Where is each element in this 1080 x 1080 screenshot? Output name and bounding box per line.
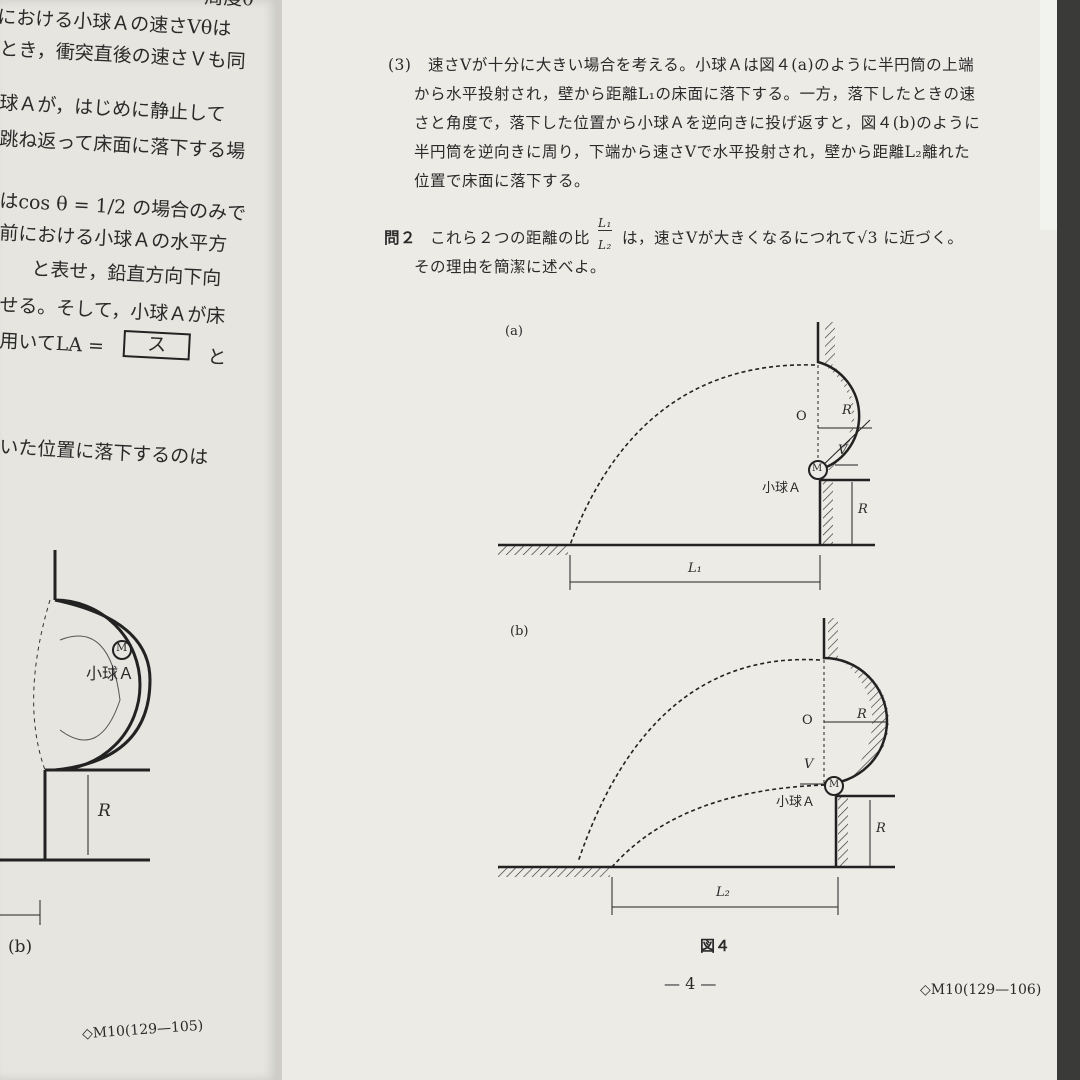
origin-label: O xyxy=(802,713,813,728)
text-line: から水平投射され，壁から距離L₁の床面に落下する。一方，落下したときの速 xyxy=(414,85,976,103)
radius-label: R xyxy=(98,801,111,821)
background-paper xyxy=(1040,0,1060,230)
ball-label: M xyxy=(829,779,840,790)
distance-label: L₂ xyxy=(716,885,730,900)
figure-caption: (b) xyxy=(8,937,33,957)
figure-a xyxy=(498,322,875,590)
right-page xyxy=(282,0,1057,1080)
ratio-numerator: L₁ xyxy=(598,216,612,232)
velocity-label: V xyxy=(838,443,848,458)
figure-b-label: (b) xyxy=(510,624,529,639)
ball-name: 小球Ａ xyxy=(86,664,135,683)
ball-name: 小球Ａ xyxy=(762,481,802,496)
velocity-label: V xyxy=(804,757,814,772)
figure-caption: 図４ xyxy=(700,937,731,955)
text-line: その理由を簡潔に述べよ。 xyxy=(414,258,607,276)
footer: ◇M10(129—106) xyxy=(920,982,1042,998)
page-number: — 4 — xyxy=(664,974,717,993)
height-label: R xyxy=(858,502,868,517)
distance-label: L₁ xyxy=(688,561,702,576)
origin-label: O xyxy=(796,409,807,424)
text-line: これら２つの距離の比 xyxy=(430,229,591,247)
figure-a-label: (a) xyxy=(505,324,523,339)
ball-label: M xyxy=(116,641,128,654)
ratio-denominator: L₂ xyxy=(598,238,612,252)
paragraph-number: (3) xyxy=(388,56,412,74)
figure-b xyxy=(498,618,895,915)
text-line: 位置で床面に落下する。 xyxy=(414,172,591,190)
left-page: 周度θ における小球Ａの速さVθは とき，衝突直後の速さＶも同 球Ａが，はじめに… xyxy=(0,0,278,1080)
height-label: R xyxy=(876,821,886,836)
ball-name: 小球Ａ xyxy=(776,795,816,810)
question-label: 問２ xyxy=(384,228,417,247)
text-line: 半円筒を逆向きに周り，下端から速さVで水平投射され，壁から距離L₂離れた xyxy=(414,143,971,161)
radius-label: R xyxy=(842,403,852,418)
text-line: は，速さVが大きくなるにつれて√3 に近づく。 xyxy=(622,229,964,247)
background-edge xyxy=(1057,0,1080,1080)
text-line: さと角度で，落下した位置から小球Ａを逆向きに投げ返すと，図４(b)のように xyxy=(414,114,981,132)
text-line: 速さVが十分に大きい場合を考える。小球Ａは図４(a)のように半円筒の上端 xyxy=(428,56,975,74)
ball-label: M xyxy=(812,463,823,474)
left-figure xyxy=(0,550,152,925)
radius-label: R xyxy=(857,707,867,722)
